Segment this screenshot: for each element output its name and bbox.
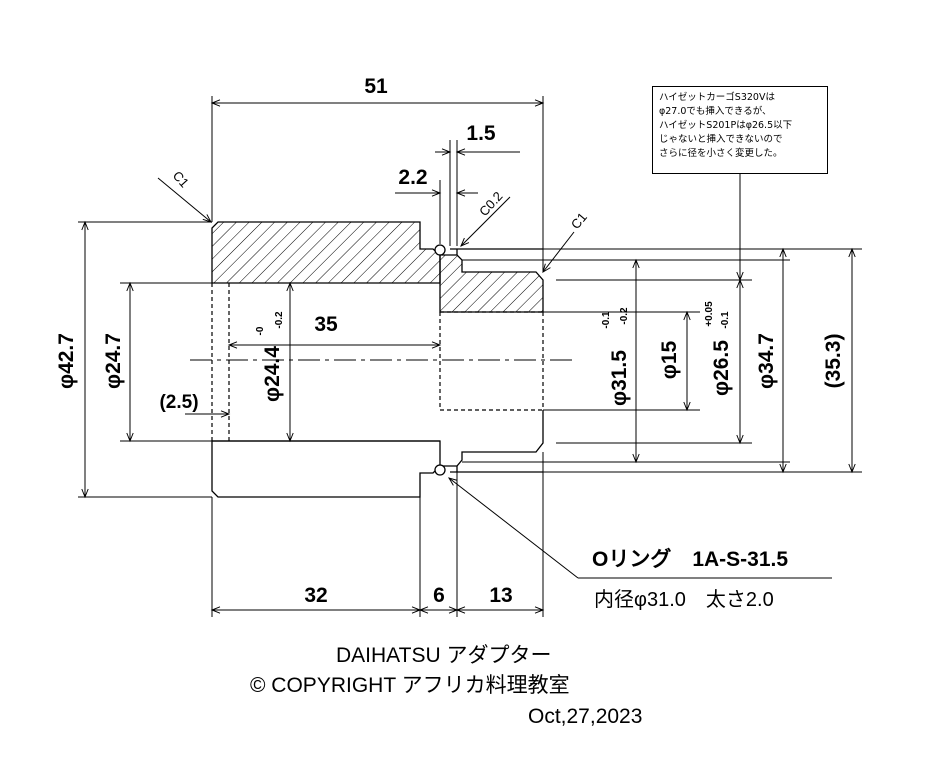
oring-section-lower bbox=[434, 464, 446, 476]
dim-len-mid: 6 bbox=[433, 584, 445, 607]
dim-groove-diameter: φ31.5 bbox=[608, 350, 631, 406]
oring-title: Oリング 1A-S-31.5 bbox=[592, 547, 788, 571]
footer: DAIHATSU アダプター © COPYRIGHT アフリカ料理教室 Oct,… bbox=[250, 644, 642, 728]
dim-through-hole: φ15 bbox=[658, 340, 681, 379]
dim-recess-tol-lower: -0.2 bbox=[274, 311, 285, 329]
dim-outer-diameter: φ42.7 bbox=[55, 333, 78, 389]
oring-callout: Oリング 1A-S-31.5 内径φ31.0 太さ2.0 bbox=[592, 547, 788, 611]
dim-spigot-diameter: φ26.5 bbox=[710, 340, 733, 396]
dim-oring-od-ref: (35.3) bbox=[822, 334, 845, 389]
dim-spigot-outer: φ34.7 bbox=[755, 333, 778, 389]
dim-groove-offset: 2.2 bbox=[398, 166, 427, 189]
dim-len-spigot: 13 bbox=[489, 584, 512, 607]
oring-section-upper bbox=[434, 244, 446, 256]
note-line: ハイゼットカーゴS320Vは bbox=[659, 92, 775, 103]
note-line: じゃないと挿入できないので bbox=[659, 134, 783, 145]
dim-chamfer-groove: C0.2 bbox=[476, 189, 506, 219]
oring-spec: 内径φ31.0 太さ2.0 bbox=[594, 588, 774, 611]
dim-recess-diameter: φ24.4 bbox=[261, 346, 284, 402]
note-line: φ27.0でも挿入できるが、 bbox=[659, 106, 772, 117]
hatched-wall-upper bbox=[211, 221, 441, 284]
dim-spigot-tol-lower: -0.1 bbox=[720, 311, 731, 329]
dim-overall-length: 51 bbox=[364, 75, 388, 98]
footer-date: Oct,27,2023 bbox=[528, 705, 642, 728]
dimension-lines bbox=[81, 99, 856, 614]
note-line: ハイゼットS201Pはφ26.5以下 bbox=[659, 120, 793, 131]
dim-spigot-tol-upper: +0.05 bbox=[704, 301, 715, 327]
dim-bore-diameter: φ24.7 bbox=[102, 333, 125, 389]
part-lower-section bbox=[211, 410, 544, 498]
dim-len-flange: 32 bbox=[304, 584, 327, 607]
footer-copyright: © COPYRIGHT アフリカ料理教室 bbox=[250, 674, 570, 697]
revision-note: ハイゼットカーゴS320Vは φ27.0でも挿入できるが、 ハイゼットS201P… bbox=[652, 86, 828, 174]
hidden-lines bbox=[211, 283, 544, 442]
note-line: さらに径を小さく変更した。 bbox=[659, 148, 783, 159]
dim-groove-width: 1.5 bbox=[466, 122, 496, 145]
dim-recess-tol-upper: -0 bbox=[255, 326, 266, 335]
dim-recess-depth: (2.5) bbox=[159, 392, 198, 413]
part-upper-section bbox=[211, 221, 544, 313]
footer-title: DAIHATSU アダプター bbox=[336, 644, 551, 667]
dim-bore-depth: 35 bbox=[314, 313, 338, 336]
extension-lines bbox=[78, 96, 862, 617]
hatched-shoulder bbox=[439, 254, 544, 313]
dim-groove-tol-lower: -0.2 bbox=[619, 307, 630, 325]
dim-chamfer-right: C1 bbox=[568, 210, 590, 232]
dim-chamfer-left: C1 bbox=[170, 168, 192, 190]
dim-groove-tol-upper: -0.1 bbox=[601, 311, 612, 329]
